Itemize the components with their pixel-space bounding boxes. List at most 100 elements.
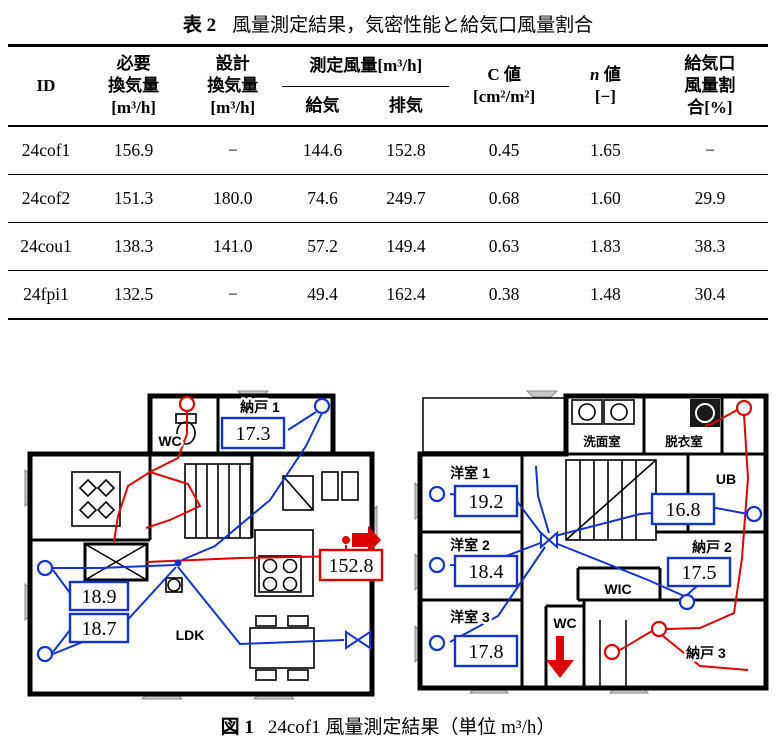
table-row: 24cof1 156.9 − 144.6 152.8 0.45 1.65 −: [8, 126, 768, 175]
cell-c-value: 0.63: [488, 236, 520, 257]
col-c-value: C 値 [cm²/m²]: [473, 65, 536, 107]
duct-junction-2f: [540, 530, 558, 550]
cell-n-value: 1.83: [590, 236, 621, 257]
table-body: 24cof1 156.9 − 144.6 152.8 0.45 1.65 − 2…: [8, 126, 768, 319]
cell-supply: 144.6: [302, 140, 343, 161]
supply-inlet-nando2: [678, 593, 696, 611]
washroom-sinks: [571, 399, 635, 425]
duct-node: [342, 536, 350, 544]
room-label-nando1: 納戸 1: [240, 399, 280, 415]
exhaust-ducts-2f: [546, 399, 753, 678]
value-supply-a: 18.9: [82, 586, 117, 608]
room-label-senmen: 洗面室: [583, 434, 621, 449]
value-boxes-1f: 17.3 152.8 18.9 18.7: [68, 416, 384, 644]
supply-inlet-yo1: [428, 485, 446, 503]
room-label-yo3: 洋室 3: [450, 609, 490, 625]
cell-n-value: 1.60: [590, 188, 621, 209]
floor-plan-1f: 17.3 152.8 18.9 18.7 WC 納戸 1 LDK: [24, 390, 384, 700]
supply-inlet-yo3: [428, 634, 446, 652]
cell-design: −: [227, 140, 238, 161]
cell-design: 180.0: [213, 188, 253, 209]
value-nando1: 17.3: [236, 423, 271, 445]
exhaust-fan-nando3: [650, 620, 668, 638]
floor-plan-2f: 19.2 16.8 18.4 17.5 17.8 洗面室 脱衣室 洋室 1 UB…: [414, 390, 769, 694]
value-yo2: 18.4: [469, 561, 504, 583]
cell-id: 24cof2: [21, 188, 71, 209]
cell-exhaust: 249.7: [386, 188, 426, 209]
cell-design: 141.0: [213, 236, 253, 257]
measurement-results-table: ID 必要 換気量 [m³/h] 設計 換気量 [m³/h] 測定風量[m³/h…: [8, 44, 768, 321]
supply-inlet-ldk-b: [36, 645, 54, 663]
heat-exchanger-unit: [83, 542, 149, 582]
room-label-nando2: 納戸 2: [692, 539, 732, 555]
room-label-yo1: 洋室 1: [450, 465, 490, 481]
cell-c-value: 0.38: [488, 284, 520, 305]
fan-symbol-1f: [345, 630, 371, 650]
entrance-tiles: [71, 471, 121, 527]
duct-junction-1f: [174, 559, 182, 567]
exhaust-fan-corridor: [603, 643, 621, 661]
kitchen-counter: [165, 529, 314, 597]
table-header: ID 必要 換気量 [m³/h] 設計 換気量 [m³/h] 測定風量[m³/h…: [8, 45, 768, 127]
cell-inlet-ratio: 38.3: [694, 236, 726, 257]
exhaust-outlet-2f: [735, 399, 753, 417]
table-row: 24cof2 151.3 180.0 74.6 249.7 0.68 1.60 …: [8, 175, 768, 223]
value-ub: 16.8: [666, 499, 701, 521]
supply-inlet-yo2: [428, 556, 446, 574]
col-supply: 給気: [305, 95, 340, 115]
cell-inlet-ratio: −: [704, 140, 715, 161]
window-vents-1f: [24, 390, 378, 700]
value-yo3: 17.8: [469, 641, 504, 663]
col-exhaust: 排気: [388, 95, 423, 115]
cell-supply: 57.2: [307, 236, 338, 257]
figure-floor-plans: 17.3 152.8 18.9 18.7 WC 納戸 1 LDK: [24, 390, 769, 700]
cell-supply: 74.6: [307, 188, 338, 209]
exhaust-outlet-arrow: [352, 526, 381, 554]
table-number: 表 2: [182, 15, 217, 36]
value-yo1: 19.2: [469, 491, 504, 513]
closet-void: [282, 471, 359, 511]
cell-id: 24fpi1: [23, 284, 69, 305]
walls-1f: [27, 393, 375, 697]
cell-required: 156.9: [113, 140, 154, 161]
room-label-wc: WC: [158, 433, 181, 449]
col-required-ventilation: 必要 換気量 [m³/h]: [108, 54, 160, 118]
cell-required: 132.5: [113, 284, 154, 305]
col-n-value: n 値[−]: [590, 65, 621, 107]
col-inlet-ratio: 給気口 風量割 合[%]: [684, 54, 736, 118]
room-label-nando3: 納戸 3: [686, 645, 726, 661]
cell-id: 24cof1: [21, 140, 71, 161]
table-row: 24cou1 138.3 141.0 57.2 149.4 0.63 1.83 …: [8, 223, 768, 271]
supply-inlet-nando1: [313, 397, 331, 415]
walls-2f: [417, 393, 769, 691]
stairs-2f: [565, 459, 657, 541]
value-nando2: 17.5: [682, 562, 717, 584]
cell-id: 24cou1: [20, 236, 72, 257]
figure-number: 図 1: [220, 717, 254, 736]
figure-caption: 図 1 24cof1 風量測定結果（単位 m³/h）: [0, 712, 776, 736]
col-id: ID: [36, 76, 56, 96]
cell-exhaust: 149.4: [386, 236, 426, 257]
cell-c-value: 0.68: [488, 188, 520, 209]
stairs-1f: [184, 463, 252, 539]
cell-inlet-ratio: 30.4: [694, 284, 726, 305]
cell-exhaust: 162.4: [386, 284, 426, 305]
cell-required: 138.3: [113, 236, 154, 257]
exhaust-fan-wc-1f: [178, 395, 196, 413]
figure-caption-text: 24cof1 風量測定結果（単位 m³/h）: [267, 717, 556, 736]
cell-design: −: [227, 284, 238, 305]
cell-supply: 49.4: [307, 284, 338, 305]
exhaust-ducts-1f: [113, 395, 381, 563]
value-supply-b: 18.7: [82, 618, 117, 640]
cell-n-value: 1.48: [590, 284, 621, 305]
room-labels-1f: WC 納戸 1 LDK: [156, 397, 283, 646]
supply-inlet-ub: [745, 505, 763, 523]
col-measured-flow: 測定風量[m³/h]: [282, 45, 450, 87]
table-row: 24fpi1 132.5 − 49.4 162.4 0.38 1.48 30.4: [8, 271, 768, 320]
room-label-ldk: LDK: [176, 627, 205, 643]
room-label-ub: UB: [716, 471, 736, 487]
room-label-datsui: 脱衣室: [665, 434, 703, 449]
room-label-wic: WIC: [604, 581, 631, 597]
cell-required: 151.3: [113, 188, 154, 209]
